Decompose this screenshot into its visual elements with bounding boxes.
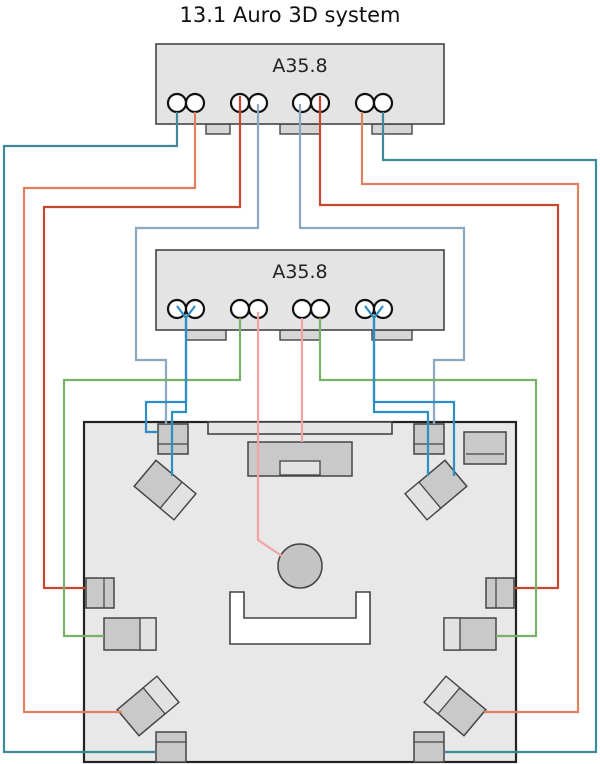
wire-side-right	[318, 96, 560, 590]
side-left-speaker	[85, 577, 115, 609]
center-speaker	[247, 441, 353, 477]
wire-height-rear-left	[134, 104, 260, 424]
subwoofer	[463, 431, 507, 465]
amplifier-bottom-outputs	[166, 298, 394, 320]
wire-height-side-left	[62, 318, 242, 638]
wire-front-right-b	[372, 305, 430, 476]
wire-listener	[256, 312, 283, 557]
amplifier-bottom-label: A35.8	[272, 261, 327, 283]
surround-left-speaker	[116, 675, 180, 737]
screen	[207, 421, 393, 435]
surround-right-speaker	[423, 675, 487, 737]
listener	[277, 543, 323, 589]
side-right-speaker	[485, 577, 515, 609]
wire-surround-back-right	[381, 112, 598, 754]
wire-front-left-b	[170, 305, 196, 476]
wire-height-side-right	[318, 318, 538, 638]
diagram-title: 13.1 Auro 3D system	[180, 3, 401, 27]
wire-height-rear-right	[298, 104, 466, 424]
wire-surround-back-left	[2, 112, 179, 754]
height-side-right-speaker	[443, 617, 497, 651]
surround-back-left-speaker	[155, 731, 187, 763]
wire-side-left	[42, 96, 242, 590]
amplifier-bottom: A35.8	[155, 249, 445, 341]
amplifier-top-outputs	[166, 92, 394, 114]
amplifier-top-label: A35.8	[272, 55, 327, 77]
wire-front-left-a	[144, 305, 188, 434]
front-right-speaker	[404, 459, 468, 521]
surround-back-right-speaker	[413, 731, 445, 763]
sofa	[229, 591, 371, 645]
wire-surround-left	[22, 112, 197, 714]
wire-surround-right	[360, 112, 580, 714]
height-side-left-speaker	[103, 617, 157, 651]
front-left-speaker	[133, 459, 197, 521]
